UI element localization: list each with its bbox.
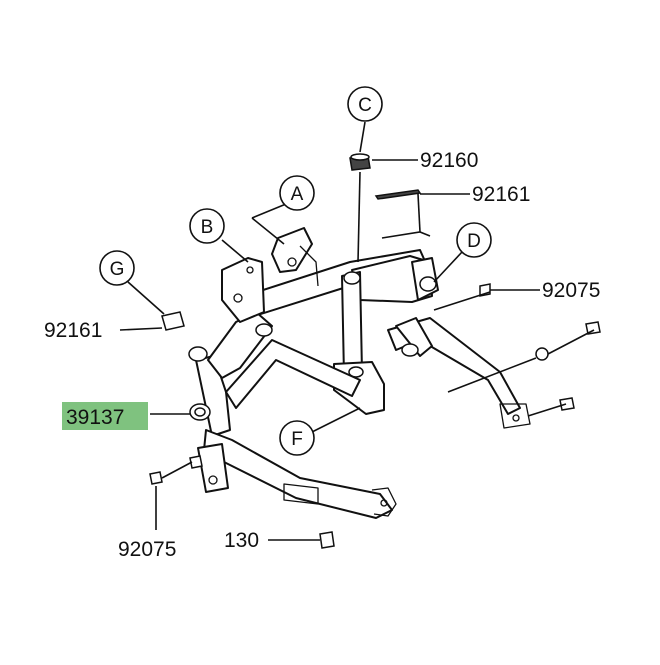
bottom-left-mount — [197, 443, 229, 493]
screw-92075-bottom — [149, 471, 163, 485]
leader-right-washer — [447, 357, 537, 393]
callout-g-label: G — [110, 259, 125, 280]
leader-f — [311, 407, 361, 433]
right-top-bushing — [419, 276, 437, 292]
leader-c-down — [357, 171, 361, 263]
part-130: 130 — [224, 529, 259, 552]
highlight-39137 — [62, 402, 148, 430]
leader-92161-bracket — [381, 231, 431, 239]
leader-c — [359, 121, 366, 153]
lower-tab-hole — [380, 499, 388, 507]
grommet-92160-top — [350, 153, 370, 161]
left-bushing-inner — [194, 407, 206, 417]
bracket-b-hole — [233, 293, 243, 303]
leader-92075-bottom-2 — [161, 461, 193, 479]
bracket-a-arm — [299, 245, 319, 287]
bracket-b — [221, 257, 265, 323]
part-92160: 92160 — [420, 149, 478, 172]
pad-92161-left — [161, 311, 185, 331]
lower-tab — [371, 487, 397, 517]
part-92161-top: 92161 — [472, 183, 530, 206]
callout-b-label: B — [201, 217, 214, 238]
part-92075-right: 92075 — [542, 279, 600, 302]
callout-b: B — [189, 208, 225, 244]
leader-a-2 — [251, 217, 285, 245]
leader-lines — [119, 121, 595, 541]
right-mid-bushing — [401, 343, 419, 357]
leader-right-nut — [547, 329, 595, 355]
upper-rubber-mount — [255, 323, 273, 337]
callout-a: A — [279, 175, 315, 211]
nut-right-top — [585, 321, 601, 335]
callout-c: C — [347, 86, 383, 122]
part-92161-left: 92161 — [44, 319, 102, 342]
leader-92161-down — [417, 193, 421, 233]
callout-a-label: A — [291, 184, 304, 205]
center-mid-bushing — [348, 366, 364, 378]
leader-d — [433, 251, 463, 283]
callout-c-label: C — [358, 95, 372, 116]
middle-cross-brace — [225, 339, 361, 409]
bolt-130 — [319, 531, 335, 549]
callout-g: G — [99, 250, 135, 286]
callout-d: D — [456, 222, 492, 258]
bottom-left-mount-hole — [208, 475, 218, 485]
part-39137: 39137 — [66, 406, 124, 429]
callout-f: F — [279, 420, 315, 456]
leader-a-1 — [251, 203, 287, 219]
bracket-a — [271, 227, 313, 273]
center-top-bushing — [343, 271, 361, 285]
part-92075-bottom: 92075 — [118, 538, 176, 561]
leader-92075-right-2 — [433, 291, 491, 311]
leader-b — [221, 239, 249, 263]
bolt-right-lower — [559, 397, 575, 411]
frame-assembly — [149, 153, 601, 549]
upper-left-bushing — [188, 346, 208, 362]
small-nut-left — [189, 455, 203, 469]
bracket-b-hole-2 — [246, 266, 254, 274]
bracket-a-hole — [287, 257, 297, 267]
center-post — [341, 271, 363, 377]
leader-92161-left — [119, 327, 163, 331]
washer-right — [535, 347, 549, 361]
callout-d-label: D — [467, 231, 481, 252]
strip-92161-top — [374, 189, 422, 200]
right-arm-tab — [499, 403, 531, 429]
bottom-plate — [283, 483, 319, 505]
callout-f-label: F — [291, 429, 303, 450]
leader-g — [127, 281, 165, 315]
right-arm-tab-hole — [512, 414, 520, 422]
leader-right-bolt — [527, 403, 567, 417]
